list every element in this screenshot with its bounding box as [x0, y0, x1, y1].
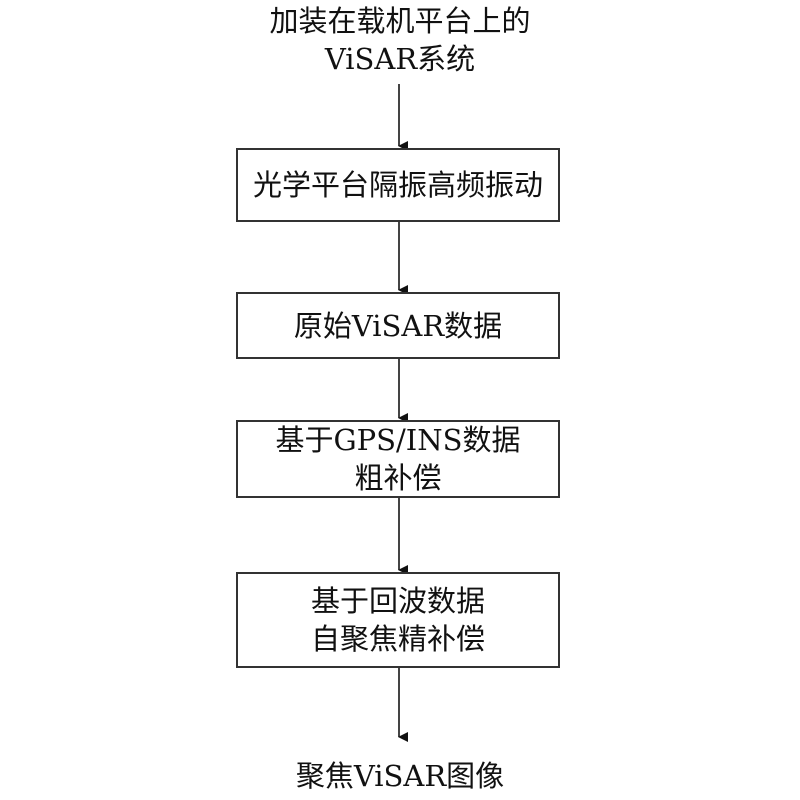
step-3-line1: 基于GPS/INS数据 — [275, 423, 521, 457]
step-3-line2: 粗补偿 — [354, 461, 442, 495]
step-box-1: 光学平台隔振高频振动 — [236, 148, 560, 222]
step-4-line2: 自聚焦精补偿 — [310, 622, 485, 656]
end-node: 聚焦ViSAR图像 — [0, 757, 800, 795]
start-line2: ViSAR系统 — [324, 42, 476, 76]
step-4-line1: 基于回波数据 — [310, 584, 485, 618]
start-line1: 加装在载机平台上的 — [269, 4, 531, 38]
step-2-label: 原始ViSAR数据 — [293, 308, 503, 343]
step-1-label: 光学平台隔振高频振动 — [252, 168, 543, 202]
start-node: 加装在载机平台上的 ViSAR系统 — [0, 2, 800, 78]
step-box-3: 基于GPS/INS数据 粗补偿 — [236, 420, 560, 498]
step-box-4: 基于回波数据 自聚焦精补偿 — [236, 572, 560, 668]
step-box-2: 原始ViSAR数据 — [236, 292, 560, 359]
end-label: 聚焦ViSAR图像 — [295, 759, 505, 793]
